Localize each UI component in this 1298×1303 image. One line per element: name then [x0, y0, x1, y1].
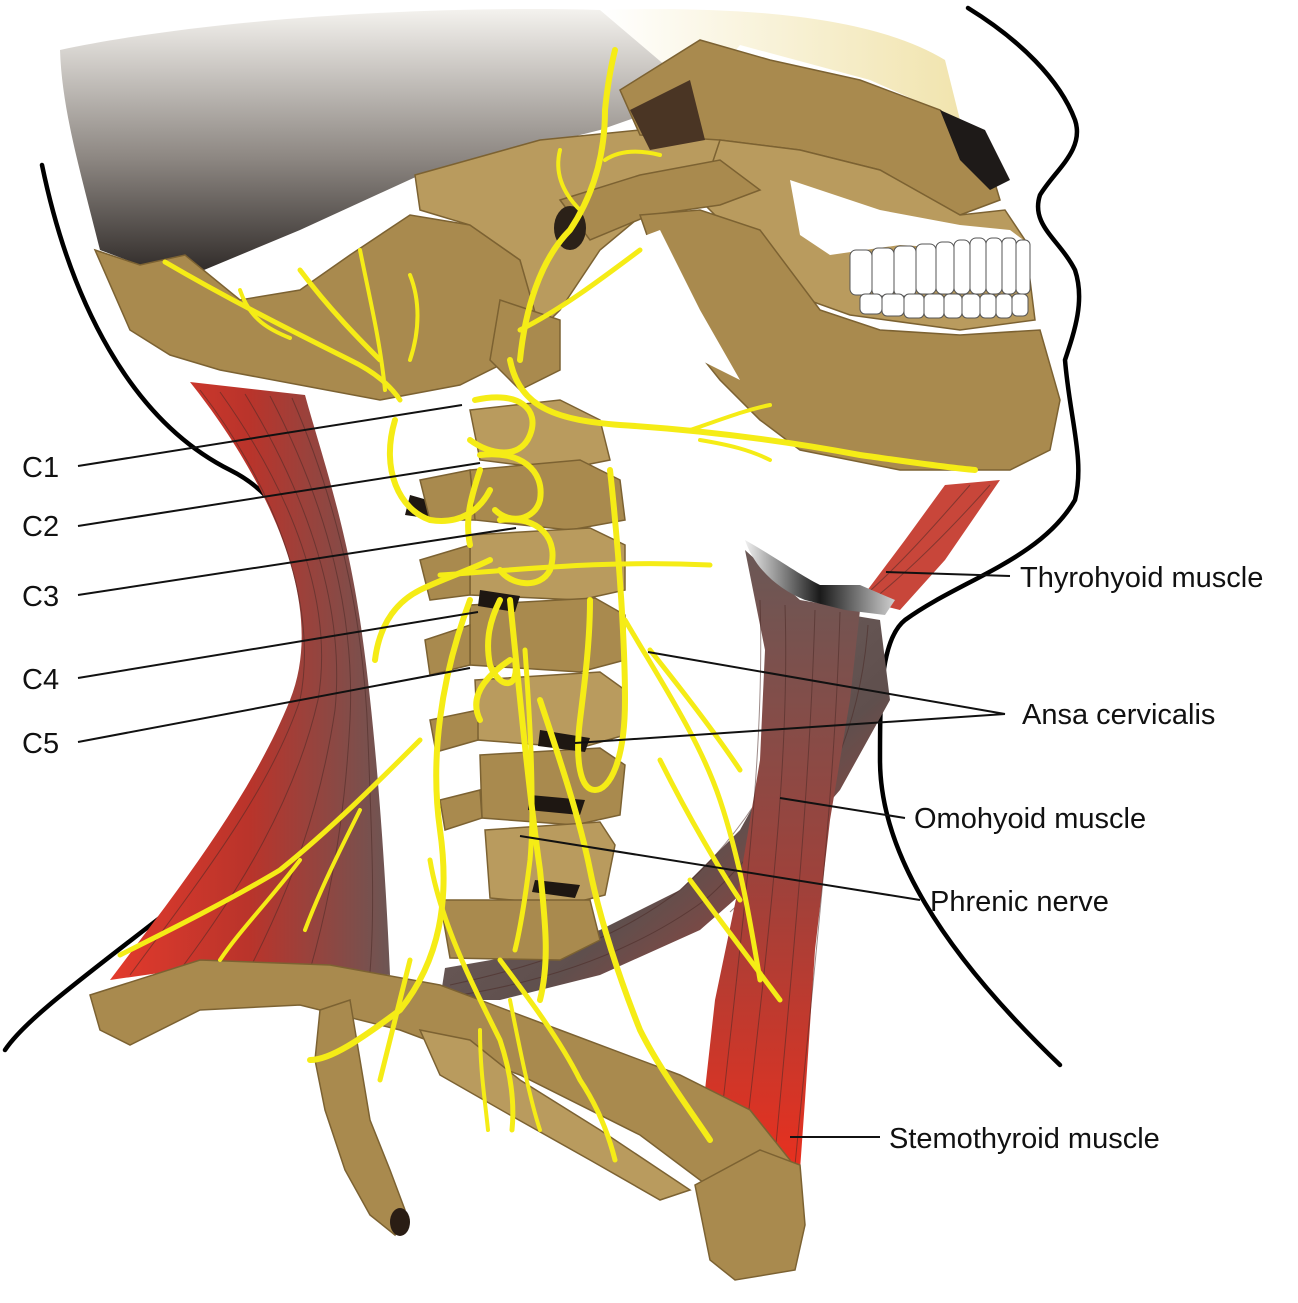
zygomatic-arch	[558, 159, 762, 241]
cranial-vault	[60, 9, 720, 281]
label-c5: C5	[22, 667, 471, 760]
svg-text:Stemothyroid muscle: Stemothyroid muscle	[889, 1123, 1160, 1155]
svg-text:Phrenic nerve: Phrenic nerve	[930, 886, 1109, 918]
sigmoid-notch	[620, 230, 740, 380]
svg-text:Thyrohyoid muscle: Thyrohyoid muscle	[1020, 562, 1263, 594]
oral-gap	[790, 180, 1030, 255]
label-sternothyroid-muscle: Stemothyroid muscle	[790, 1123, 1160, 1155]
label-phrenic-nerve: Phrenic nerve	[519, 835, 1109, 918]
mastoid-process	[489, 299, 561, 391]
svg-text:Ansa cervicalis: Ansa cervicalis	[1022, 699, 1215, 731]
svg-text:C2: C2	[22, 511, 59, 543]
mandible	[638, 209, 1061, 471]
svg-text:C4: C4	[22, 664, 59, 696]
hyoid-bone	[745, 540, 895, 615]
label-omohyoid-muscle: Omohyoid muscle	[779, 797, 1146, 835]
label-c2: C2	[22, 462, 481, 543]
svg-text:C5: C5	[22, 728, 59, 760]
first-rib	[314, 999, 692, 1237]
thyrohyoid-muscle	[860, 480, 1000, 610]
orbit	[940, 110, 1010, 190]
manubrium	[694, 1149, 806, 1281]
clavicle	[89, 959, 791, 1201]
face-front-outline	[877, 5, 1082, 1068]
cervical-plexus-nerves	[117, 47, 978, 1163]
svg-text:C1: C1	[22, 452, 59, 484]
temporal-shadow	[630, 80, 705, 150]
forehead-cap	[600, 9, 960, 120]
label-ansa-cervicalis: Ansa cervicalis	[574, 651, 1215, 744]
label-c4: C4	[22, 611, 479, 696]
svg-text:Omohyoid muscle: Omohyoid muscle	[914, 803, 1146, 835]
svg-text:C3: C3	[22, 581, 59, 613]
label-thyrohyoid-muscle: Thyrohyoid muscle	[885, 562, 1263, 594]
teeth	[849, 237, 1031, 319]
label-c1: C1	[22, 404, 463, 484]
label-c3: C3	[22, 527, 517, 613]
sternocleidomastoid	[110, 382, 390, 980]
